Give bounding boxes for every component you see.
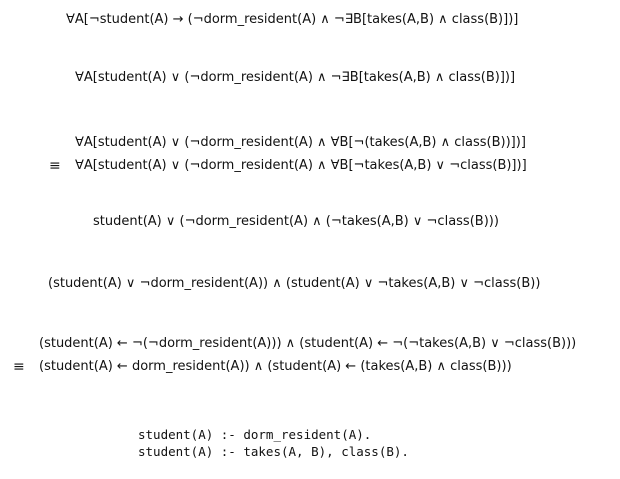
formula-line-4: ∀A[student(A) ∨ (¬dorm_resident(A) ∧ ∀B[… bbox=[75, 158, 527, 173]
formula-line-1: ∀A[¬student(A) → (¬dorm_resident(A) ∧ ¬∃… bbox=[66, 12, 519, 27]
equiv-symbol-2: ≡ bbox=[13, 359, 25, 375]
formula-line-8: (student(A) ← dorm_resident(A)) ∧ (stude… bbox=[39, 359, 512, 374]
formula-line-5: student(A) ∨ (¬dorm_resident(A) ∧ (¬take… bbox=[93, 214, 499, 229]
formula-line-7: (student(A) ← ¬(¬dorm_resident(A))) ∧ (s… bbox=[39, 336, 577, 351]
prolog-clause-2: student(A) :- takes(A, B), class(B). bbox=[138, 444, 409, 459]
formula-line-2: ∀A[student(A) ∨ (¬dorm_resident(A) ∧ ¬∃B… bbox=[75, 70, 516, 85]
equiv-symbol-1: ≡ bbox=[49, 158, 61, 174]
prolog-clause-1: student(A) :- dorm_resident(A). bbox=[138, 427, 372, 442]
formula-line-3: ∀A[student(A) ∨ (¬dorm_resident(A) ∧ ∀B[… bbox=[75, 135, 526, 150]
formula-line-6: (student(A) ∨ ¬dorm_resident(A)) ∧ (stud… bbox=[48, 276, 541, 291]
